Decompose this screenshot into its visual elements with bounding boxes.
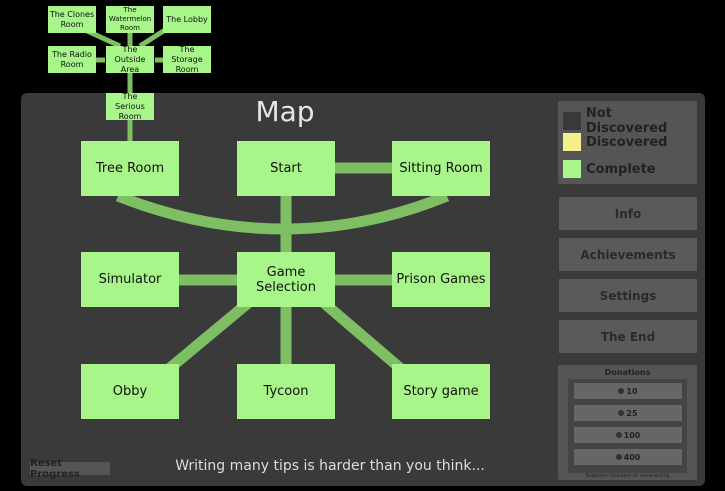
room-simulator[interactable]: Simulator: [81, 252, 179, 307]
room-watermelon[interactable]: The Watermelon Room: [106, 6, 154, 33]
legend-item-complete: Complete: [563, 160, 656, 178]
room-prison-games[interactable]: Prison Games: [392, 252, 490, 307]
legend: Not Discovered Discovered Complete: [558, 101, 697, 184]
room-lobby[interactable]: The Lobby: [163, 6, 211, 33]
legend-swatch: [563, 112, 581, 130]
map-title: Map: [255, 95, 315, 128]
donate-amount: 400: [623, 452, 641, 462]
tip-text: Writing many tips is harder than you thi…: [175, 458, 485, 474]
robux-icon: [615, 432, 622, 438]
room-radio[interactable]: The Radio Room: [48, 46, 96, 73]
donate-25-button[interactable]: 25: [574, 405, 682, 421]
legend-label: Discovered: [586, 134, 668, 150]
legend-swatch: [563, 133, 581, 151]
donations-note: Supports inclusion of voice acting: [585, 473, 670, 479]
the-end-button[interactable]: The End: [559, 320, 697, 353]
room-start[interactable]: Start: [237, 141, 335, 196]
donate-10-button[interactable]: 10: [574, 383, 682, 399]
donate-400-button[interactable]: 400: [574, 449, 682, 465]
room-storage[interactable]: The Storage Room: [163, 45, 211, 74]
room-tree[interactable]: Tree Room: [81, 141, 179, 196]
donate-amount: 100: [623, 430, 641, 440]
donate-amount: 10: [626, 386, 638, 396]
robux-icon: [615, 454, 622, 460]
room-tycoon[interactable]: Tycoon: [237, 364, 335, 419]
legend-label: Complete: [586, 161, 656, 177]
room-story-game[interactable]: Story game: [392, 364, 490, 419]
donate-100-button[interactable]: 100: [574, 427, 682, 443]
room-serious[interactable]: The Serious Room: [106, 92, 154, 121]
legend-item-not-discovered: Not Discovered: [563, 106, 697, 136]
donate-amount: 25: [626, 408, 638, 418]
robux-icon: [618, 388, 625, 394]
donations-panel: Donations 10 25 100 400 Supports inclusi…: [558, 365, 697, 480]
donations-list: 10 25 100 400: [568, 379, 687, 473]
legend-item-discovered: Discovered: [563, 133, 667, 151]
room-sitting[interactable]: Sitting Room: [392, 141, 490, 196]
room-clones[interactable]: The Clones Room: [48, 6, 96, 33]
legend-label: Not Discovered: [585, 106, 668, 136]
room-outside-area[interactable]: The Outside Area: [106, 45, 154, 74]
settings-button[interactable]: Settings: [559, 279, 697, 312]
achievements-button[interactable]: Achievements: [559, 238, 697, 271]
legend-swatch: [563, 160, 581, 178]
donations-title: Donations: [604, 368, 651, 377]
room-obby[interactable]: Obby: [81, 364, 179, 419]
robux-icon: [618, 410, 625, 416]
reset-progress-button[interactable]: Reset Progress: [30, 458, 110, 480]
info-button[interactable]: Info: [559, 197, 697, 230]
room-game-selection[interactable]: Game Selection: [237, 252, 335, 307]
